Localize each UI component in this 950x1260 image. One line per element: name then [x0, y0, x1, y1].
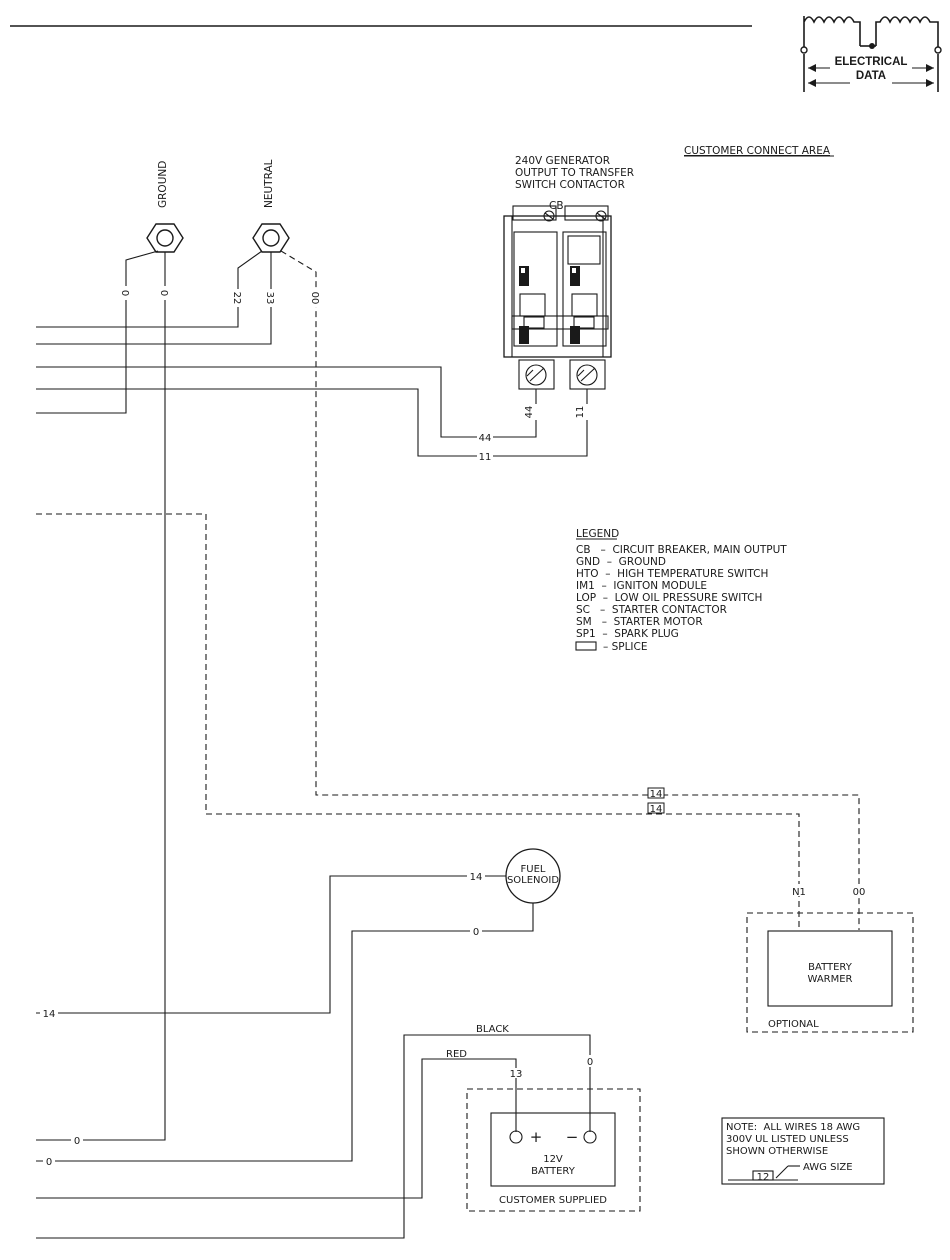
splice-14-bottom: 14 — [647, 802, 665, 815]
terminal-wire-numbers: 0 0 22 33 00 — [119, 286, 321, 307]
ground-neutral-wires — [36, 250, 860, 1141]
svg-text:0: 0 — [473, 927, 479, 938]
legend-item: LOP – LOW OIL PRESSURE SWITCH — [576, 592, 762, 604]
svg-text:0: 0 — [587, 1057, 593, 1068]
awg-size-label: AWG SIZE — [803, 1162, 853, 1173]
legend-title: LEGEND — [576, 528, 619, 540]
svg-text:22: 22 — [231, 292, 242, 305]
fuel-solenoid-wires — [36, 875, 534, 1162]
legend-item: IM1 – IGNITON MODULE — [576, 580, 707, 592]
svg-text:0: 0 — [74, 1136, 80, 1147]
svg-text:SHOWN OTHERWISE: SHOWN OTHERWISE — [726, 1146, 828, 1157]
wire-00: 00 — [853, 887, 866, 898]
ground-terminal: GROUND — [146, 161, 184, 253]
circuit-breaker — [503, 205, 612, 390]
battery-plus: + — [530, 1128, 543, 1146]
svg-text:14: 14 — [650, 789, 663, 800]
logo-line1: ELECTRICAL — [835, 56, 908, 68]
battery-warmer: BATTERY WARMER OPTIONAL — [746, 912, 914, 1033]
neutral-terminal: NEUTRAL — [252, 159, 290, 253]
wire-n1: N1 — [792, 887, 806, 898]
svg-text:14: 14 — [470, 872, 483, 883]
splice-symbol — [575, 641, 597, 651]
svg-text:SOLENOID: SOLENOID — [507, 875, 559, 886]
svg-text:240V GENERATOR: 240V GENERATOR — [515, 155, 610, 167]
legend-item: GND – GROUND — [576, 556, 666, 568]
customer-connect-area: CUSTOMER CONNECT AREA — [684, 145, 831, 157]
neutral-label: NEUTRAL — [263, 159, 275, 208]
legend-item: SP1 – SPARK PLUG — [576, 628, 679, 640]
generator-output-label: 240V GENERATOR OUTPUT TO TRANSFER SWITCH… — [515, 155, 634, 212]
svg-text:00: 00 — [309, 292, 320, 305]
fuel-solenoid: FUEL SOLENOID — [505, 848, 561, 904]
svg-text:33: 33 — [264, 292, 275, 305]
battery-12v: + − 12V BATTERY CUSTOMER SUPPLIED — [466, 1088, 641, 1212]
battery-wires: BLACK RED 13 0 — [36, 1024, 595, 1239]
optional-tag: OPTIONAL — [768, 1019, 819, 1030]
svg-text:0: 0 — [46, 1157, 52, 1168]
red-label: RED — [446, 1049, 467, 1060]
battery-minus: − — [566, 1128, 579, 1146]
svg-text:WARMER: WARMER — [807, 974, 852, 985]
svg-text:0: 0 — [119, 290, 130, 296]
legend-splice: – SPLICE — [603, 641, 648, 653]
svg-text:11: 11 — [479, 452, 492, 463]
svg-text:300V UL LISTED UNLESS: 300V UL LISTED UNLESS — [726, 1134, 849, 1145]
svg-text:NOTE: ALL WIRES 18 AWG: NOTE: ALL WIRES 18 AWG — [726, 1122, 860, 1133]
cb-wire-numbers: 44 11 44 11 — [477, 404, 592, 463]
ground-label: GROUND — [157, 161, 169, 208]
svg-text:13: 13 — [510, 1069, 523, 1080]
svg-text:0: 0 — [158, 290, 169, 296]
splice-14-top: 14 — [647, 787, 665, 800]
svg-text:11: 11 — [575, 406, 586, 419]
note-box: NOTE: ALL WIRES 18 AWG 300V UL LISTED UN… — [721, 1117, 885, 1185]
solenoid-wire-numbers: 14 0 14 0 0 — [40, 871, 485, 1168]
svg-text:BATTERY: BATTERY — [531, 1166, 576, 1177]
logo-line2: DATA — [856, 70, 886, 82]
customer-supplied-tag: CUSTOMER SUPPLIED — [499, 1195, 607, 1206]
black-label: BLACK — [476, 1024, 509, 1035]
legend-item: CB – CIRCUIT BREAKER, MAIN OUTPUT — [576, 544, 787, 556]
battery-warmer-wires — [36, 513, 800, 930]
svg-text:44: 44 — [524, 406, 535, 419]
note-sample-size: 12 — [757, 1172, 770, 1183]
legend: LEGEND CB – CIRCUIT BREAKER, MAIN OUTPUT… — [575, 528, 787, 653]
electrical-data-logo: ELECTRICAL DATA — [800, 16, 942, 92]
svg-text:FUEL: FUEL — [521, 864, 546, 875]
svg-text:12V: 12V — [543, 1154, 563, 1165]
svg-text:OUTPUT TO TRANSFER: OUTPUT TO TRANSFER — [515, 167, 634, 179]
legend-item: HTO – HIGH TEMPERATURE SWITCH — [576, 568, 768, 580]
svg-text:14: 14 — [650, 804, 663, 815]
svg-text:SWITCH CONTACTOR: SWITCH CONTACTOR — [515, 179, 625, 191]
svg-text:44: 44 — [479, 433, 492, 444]
svg-text:BATTERY: BATTERY — [808, 962, 853, 973]
cb-output-wires — [36, 366, 588, 457]
legend-item: SC – STARTER CONTACTOR — [576, 604, 727, 616]
svg-text:14: 14 — [43, 1009, 56, 1020]
legend-item: SM – STARTER MOTOR — [576, 616, 703, 628]
